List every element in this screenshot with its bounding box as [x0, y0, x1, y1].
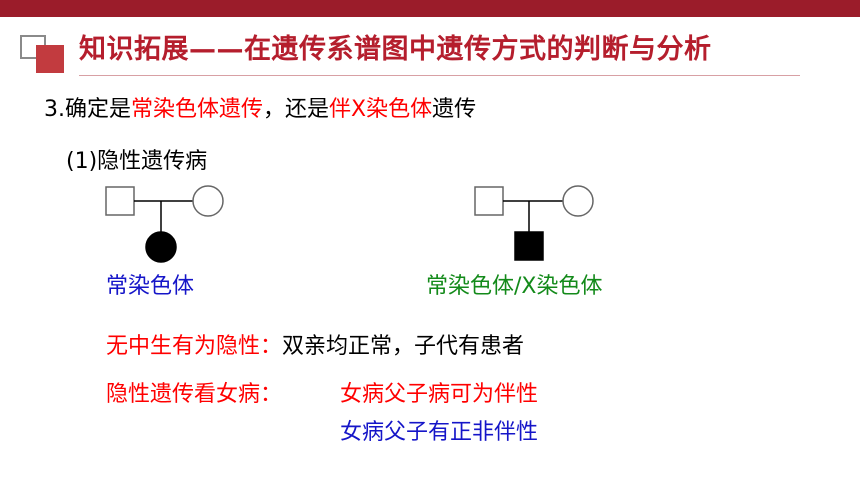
rule1-key: 无中生有为隐性： — [106, 334, 283, 359]
slide-title: 知识拓展——在遗传系谱图中遗传方式的判断与分析 — [79, 34, 712, 65]
rule-recessive: 无中生有为隐性：双亲均正常，子代有患者 — [106, 332, 524, 362]
heading-suffix: 遗传 — [432, 97, 477, 122]
subheading: (1)隐性遗传病 — [66, 149, 208, 174]
pedigree-right — [474, 185, 594, 261]
title-underline — [79, 75, 800, 76]
daughter-affected-circle — [145, 231, 177, 263]
father-normal-square — [474, 186, 504, 216]
rule2-key: 隐性遗传看女病： — [106, 382, 283, 407]
heading-emphasis-autosomal: 常染色体遗传 — [131, 97, 264, 122]
rule2-line1: 女病父子病可为伴性 — [340, 382, 539, 407]
mother-normal-circle — [562, 185, 594, 217]
decorative-filled-square — [36, 45, 64, 73]
rule1-text: 双亲均正常，子代有患者 — [282, 334, 525, 359]
mother-normal-circle — [192, 185, 224, 217]
pedigree-left — [105, 185, 224, 263]
heading-prefix: 3.确定是 — [44, 97, 131, 122]
rule2-line2: 女病父子有正非伴性 — [340, 420, 539, 445]
label-autosomal-or-x: 常染色体/X染色体 — [426, 274, 603, 299]
father-normal-square — [105, 186, 135, 216]
heading-emphasis-x-linked: 伴X染色体 — [329, 97, 433, 122]
heading-middle: ，还是 — [263, 97, 330, 122]
top-banner — [0, 0, 860, 17]
label-autosomal: 常染色体 — [106, 274, 195, 299]
section-heading: 3.确定是常染色体遗传，还是伴X染色体遗传 — [44, 95, 476, 125]
son-affected-square — [514, 231, 544, 261]
